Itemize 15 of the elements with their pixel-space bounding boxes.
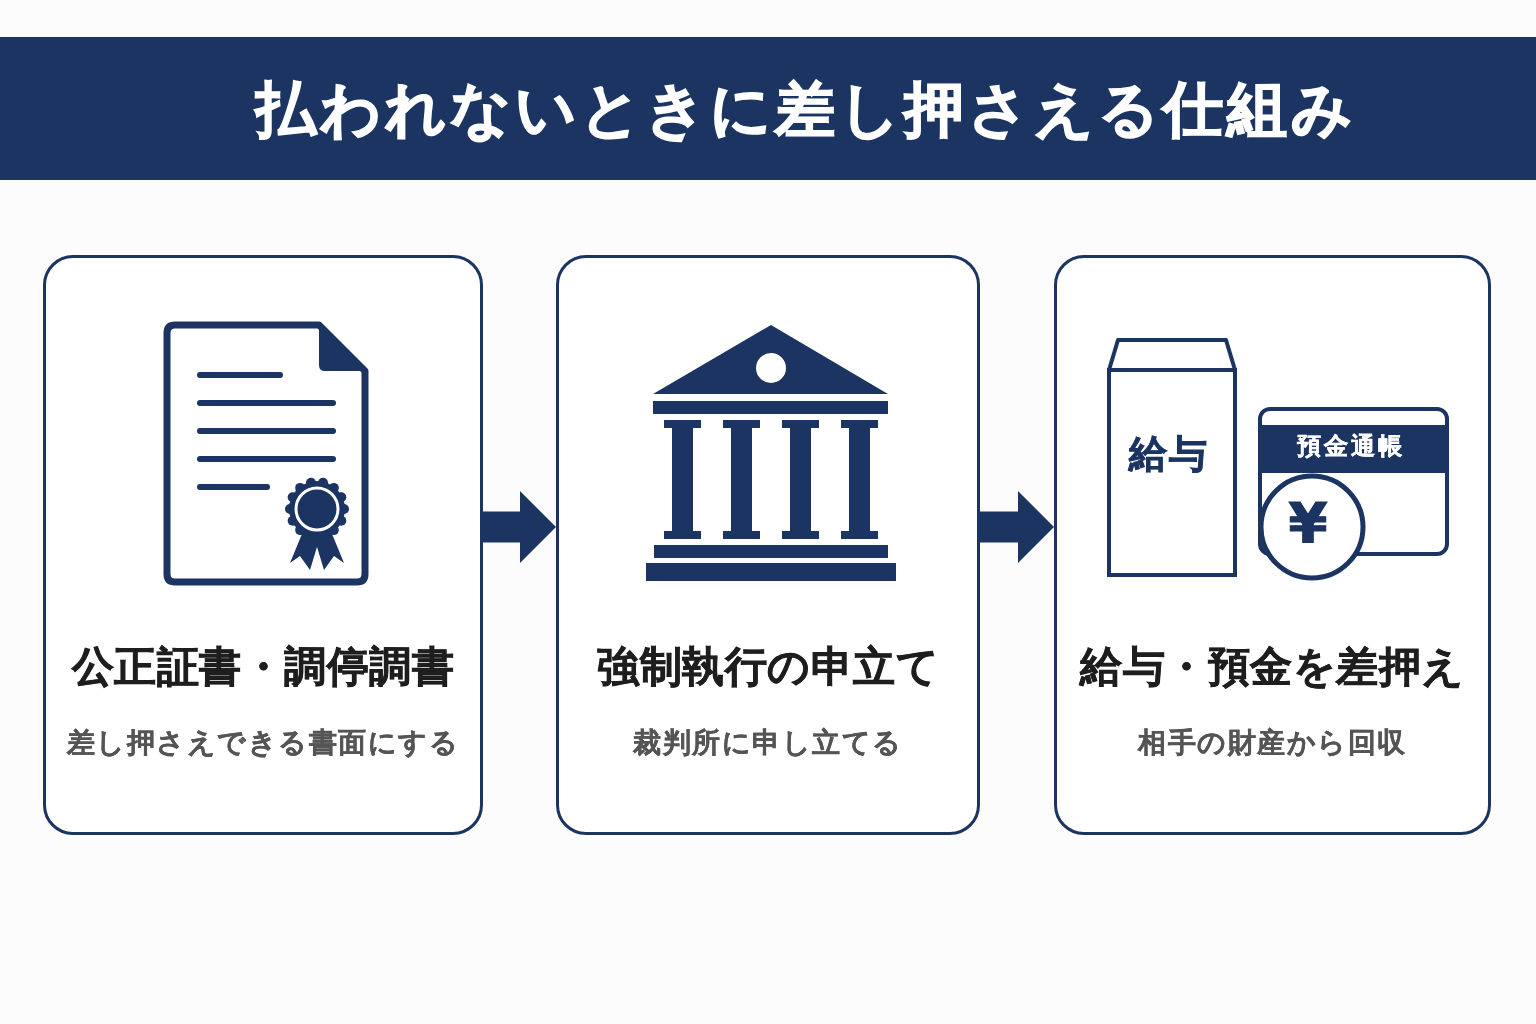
step-heading: 強制執行の申立て — [597, 642, 939, 693]
step-card — [556, 255, 980, 835]
step-description: 裁判所に申し立てる — [633, 725, 903, 761]
passbook-title: 預金通帳 — [1295, 431, 1406, 461]
step-heading: 給与・預金を差押え — [1080, 642, 1465, 693]
diagram-title: 払われないときに差し押さえる仕組み — [256, 72, 1356, 145]
step-card — [43, 255, 483, 835]
yen-sign: ¥ — [1288, 495, 1328, 551]
step-description: 差し押さえできる書面にする — [66, 725, 460, 761]
arrow — [483, 491, 556, 563]
step-description: 相手の財産から回収 — [1138, 725, 1407, 761]
envelope-label: 給与 — [1127, 432, 1210, 478]
step-card — [1054, 255, 1491, 835]
step-heading: 公正証書・調停調書 — [71, 642, 455, 693]
arrow — [980, 491, 1054, 563]
